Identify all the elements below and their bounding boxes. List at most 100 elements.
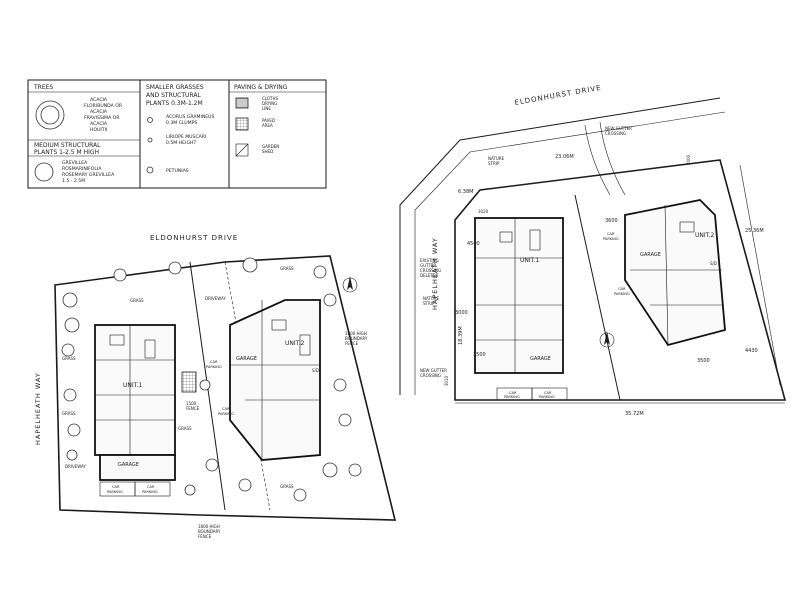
right-car-parking-2 — [531, 387, 568, 401]
right-dim-front: 23.06M — [555, 154, 574, 160]
left-paved-area — [181, 371, 197, 393]
legend-medium-header-2: PLANTS 1-2.5 M HIGH — [34, 149, 99, 156]
legend-cloths-text-3: LINE — [262, 106, 271, 111]
legend-cloths-text-1: CLOTHS — [262, 96, 278, 101]
right-existing-gutter-text-4: DELETED — [420, 273, 438, 278]
right-cp1-text-1: CAR — [509, 391, 517, 395]
right-dim-corner: 6.38M — [458, 189, 473, 195]
left-grass-label-4: GRASS — [280, 266, 294, 271]
acorus-symbol-icon — [147, 117, 153, 123]
right-dim-4430: 4430 — [745, 348, 758, 354]
right-unit2-sd-label: S/D — [710, 261, 717, 266]
left-grass-label-6: GRASS — [62, 411, 76, 416]
legend-paved-text-1: PAVED — [262, 118, 275, 123]
legend-tree-text-4: FRAVISSIMA OR — [84, 115, 120, 121]
left-car-parking-2 — [134, 481, 171, 497]
left-grass-label-2: GRASS — [62, 356, 76, 361]
liriope-symbol-icon — [147, 137, 153, 143]
right-new-gutter-text-2: CROSSING — [605, 131, 626, 136]
right-existing-gutter-text-1: EXISTING — [420, 258, 439, 263]
left-fence-text-1: 1800 HIGH — [345, 331, 367, 336]
left-cp3-text-1: CAR — [210, 360, 218, 364]
legend-acorus-text-2: 0.3M CLUMPS — [166, 120, 197, 126]
right-road-curb-inner — [414, 111, 726, 395]
right-lot-divider — [574, 194, 621, 401]
legend-tree-text-2: FLORIBUNDA OR — [84, 103, 123, 109]
legend-petunias-text: PETUNIAS — [166, 168, 189, 174]
right-unit2-building — [624, 199, 726, 347]
left-fence-text-3: FENCE — [345, 341, 359, 346]
right-cp3-text-2: PARKING — [603, 237, 619, 241]
left-inner-fence-text-2: FENCE — [186, 406, 200, 411]
left-driveway-label-2: DRIVEWAY — [65, 464, 86, 469]
right-site-boundary — [454, 159, 787, 401]
petunia-symbol-icon — [146, 166, 154, 174]
right-cp4-text-2: PARKING — [614, 292, 630, 296]
right-dim-3500b: 3500 — [697, 358, 710, 364]
right-dim-4500: 4500 — [467, 241, 480, 247]
left-unit2-building — [229, 299, 321, 461]
shrub-symbol-icon — [34, 162, 54, 182]
legend-paving-header: PAVING & DRYING — [234, 84, 288, 91]
left-inner-fence-text-1: 1500 — [186, 401, 197, 406]
right-dim-rear: 35.72M — [625, 411, 644, 417]
left-cp3-text-2: PARKING — [206, 365, 222, 369]
left-grass-label-1: GRASS — [130, 298, 144, 303]
left-site-plan: ELDONHURST DRIVE HAPELHEATH WAY UNIT.1 G… — [34, 234, 397, 539]
legend-shed-text-1: GARDEN — [262, 144, 279, 149]
right-cp4-text-1: CAR — [618, 287, 626, 291]
left-trees — [61, 257, 362, 502]
right-dim-right-side: 25.36M — [745, 228, 764, 234]
left-grass-label-5: GRASS — [280, 484, 294, 489]
left-cp1-text-1: CAR — [112, 485, 120, 489]
left-cp4-text-2: PARKING — [218, 412, 234, 416]
left-side-street-label: HAPELHEATH WAY — [34, 372, 42, 445]
paved-area-symbol-icon — [235, 117, 249, 131]
legend-medium-header-1: MEDIUM STRUCTURAL — [34, 142, 101, 149]
legend-grasses-header-2: AND STRUCTURAL — [146, 92, 201, 99]
legend-acorus-text-1: ACORUS GRAMINEUS — [166, 114, 215, 120]
right-dim-left-side: 18.39M — [458, 326, 464, 345]
legend-paved-text-2: AREA — [262, 123, 273, 128]
legend-medium-text-1: GREVILLEA — [62, 160, 88, 166]
left-rear-fence-text-2: BOUNDARY — [198, 529, 221, 534]
legend: TREES ACACIA FLORIBUNDA OR ACACIA FRAVIS… — [27, 79, 327, 189]
right-new-gutter-text-4: CROSSING — [420, 373, 441, 378]
left-rear-fence-text-1: 1800 HIGH — [198, 524, 220, 529]
right-nature-strip-text-4: STRIP — [423, 301, 435, 306]
clothes-line-symbol-icon — [235, 97, 249, 109]
left-unit1-garage — [99, 454, 176, 481]
legend-tree-text-3: ACACIA — [90, 109, 108, 115]
legend-grasses-header-1: SMALLER GRASSES — [146, 84, 204, 91]
right-nature-strip-text-1: NATURE — [488, 156, 505, 161]
right-nature-strip-text-2: STRIP — [488, 161, 500, 166]
right-road-curb-outer — [399, 97, 721, 395]
legend-liriope-text-1: LIRIOPE MUSCARI — [166, 134, 206, 140]
left-unit1-building — [94, 324, 176, 456]
garden-shed-symbol-icon — [235, 143, 249, 157]
north-arrow-icon — [342, 276, 358, 293]
left-rear-fence-text-3: FENCE — [198, 534, 212, 539]
legend-medium-text-2: ROSMARINIFOLIA — [62, 166, 102, 172]
right-north-arrow-icon — [599, 331, 615, 348]
left-street-label: ELDONHURST DRIVE — [150, 234, 238, 242]
right-cp3-text-1: CAR — [607, 232, 615, 236]
right-cp1-text-2: PARKING — [504, 395, 520, 399]
right-unit2-garage-label: GARAGE — [640, 252, 661, 258]
right-nature-strip-text-3: NATURE — [423, 296, 440, 301]
right-cp2-text-1: CAR — [544, 391, 552, 395]
right-new-gutter-text-1: NEW GUTTER — [605, 126, 632, 131]
right-existing-gutter-text-3: CROSSING — [420, 268, 441, 273]
right-unit1-building — [474, 217, 564, 374]
legend-liriope-text-2: 0.5M HEIGHT — [166, 140, 196, 146]
left-unit1-label: UNIT.1 — [123, 382, 143, 389]
legend-medium-text-4: 1.5 - 2.5M — [62, 178, 85, 184]
right-dim-3020: 3020 — [478, 209, 489, 214]
right-dim-3010: 3010 — [444, 375, 449, 386]
left-driveway-label-1: DRIVEWAY — [205, 296, 226, 301]
right-site-plan: ELDONHURST DRIVE HAPELHEATH WAY UNIT.1 G… — [399, 84, 787, 417]
left-cp2-text-1: CAR — [147, 485, 155, 489]
right-street-label: ELDONHURST DRIVE — [514, 84, 602, 107]
left-cp2-text-2: PARKING — [142, 490, 158, 494]
